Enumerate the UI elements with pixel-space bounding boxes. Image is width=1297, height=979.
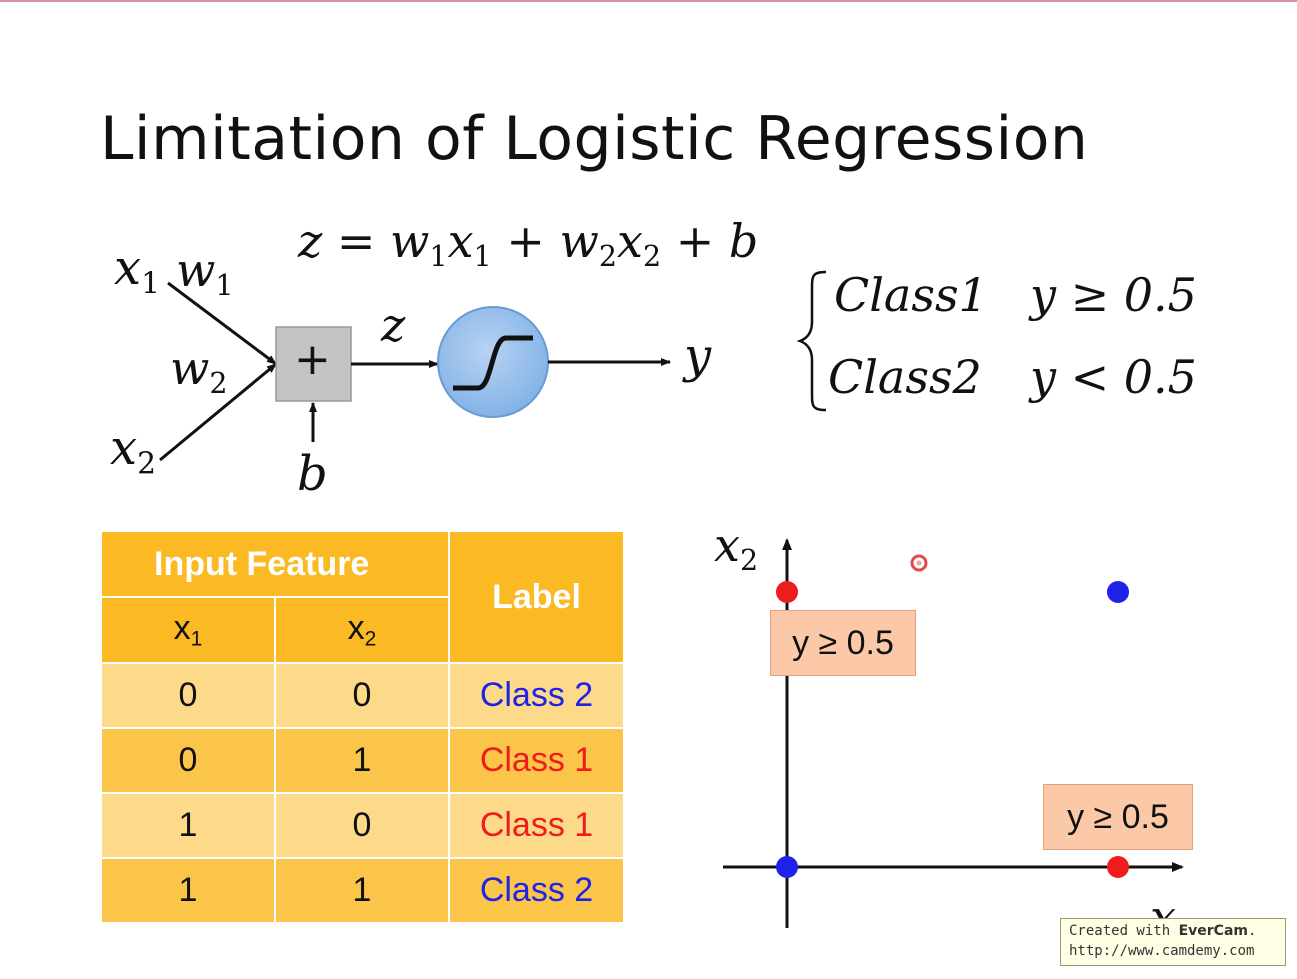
rule-class2-condition: y < 0.5 [1030,350,1197,404]
cell-label: Class 1 [448,727,625,794]
linear-equation: z = w1x1 + w2x2 + b [298,214,759,274]
cell-x1: 0 [100,662,276,729]
cell-label: Class 2 [448,857,625,924]
class-rule-brace [796,270,827,412]
plot-point-1-0 [1107,856,1129,878]
cell-x1: 1 [100,857,276,924]
plot-point-0-0 [776,856,798,878]
table-row: 1 1 Class 2 [100,857,625,924]
rule-class1-condition: y ≥ 0.5 [1030,268,1197,322]
cell-x1: 1 [100,792,276,859]
edge-x2-to-sum [159,362,277,462]
cell-x2: 1 [274,857,450,924]
sum-node [275,326,352,402]
bias-label: b [297,446,328,502]
table-row: 1 0 Class 1 [100,792,625,859]
cell-label: Class 2 [448,662,625,729]
cell-x2: 0 [274,792,450,859]
weight-w1-label: w1 [176,243,234,303]
output-y-label: y [684,328,712,384]
slide-title: Limitation of Logistic Regression [100,104,1089,174]
sum-symbol: + [294,334,331,385]
plot-y-axis-label: x2 [714,518,759,578]
table-row: 0 0 Class 2 [100,662,625,729]
plot-x-axis-label: x1 [1150,890,1194,920]
table-header-label: Label [448,530,625,664]
input-x1-label: x1 [114,240,161,302]
table-row: 0 1 Class 1 [100,727,625,794]
table-col-x2: x2 [274,596,450,664]
plot-point-0-1 [776,581,798,603]
rule-class1: Class1 [834,268,988,322]
weight-w2-label: w2 [170,341,228,401]
plot-point-1-1 [1107,581,1129,603]
input-x2-label: x2 [110,420,157,482]
rule-class2: Class2 [828,350,982,404]
feature-table: Input Feature Label x1 x2 0 0 Class 2 0 … [100,530,625,924]
slide-top-border [0,0,1297,2]
table-col-x1: x1 [100,596,276,664]
cell-x2: 0 [274,662,450,729]
table-header-input-feature: Input Feature [100,530,450,598]
plot-tag-right: y ≥ 0.5 [1043,784,1193,850]
cursor-indicator-icon [910,554,928,572]
edge-x1-to-sum [167,281,277,366]
z-label: z [381,298,406,352]
cell-x1: 0 [100,727,276,794]
plot-tag-top: y ≥ 0.5 [770,610,916,676]
cell-label: Class 1 [448,792,625,859]
evercam-watermark: Created with EverCam. http://www.camdemy… [1060,918,1286,966]
sigmoid-curve-icon [453,335,533,391]
cell-x2: 1 [274,727,450,794]
